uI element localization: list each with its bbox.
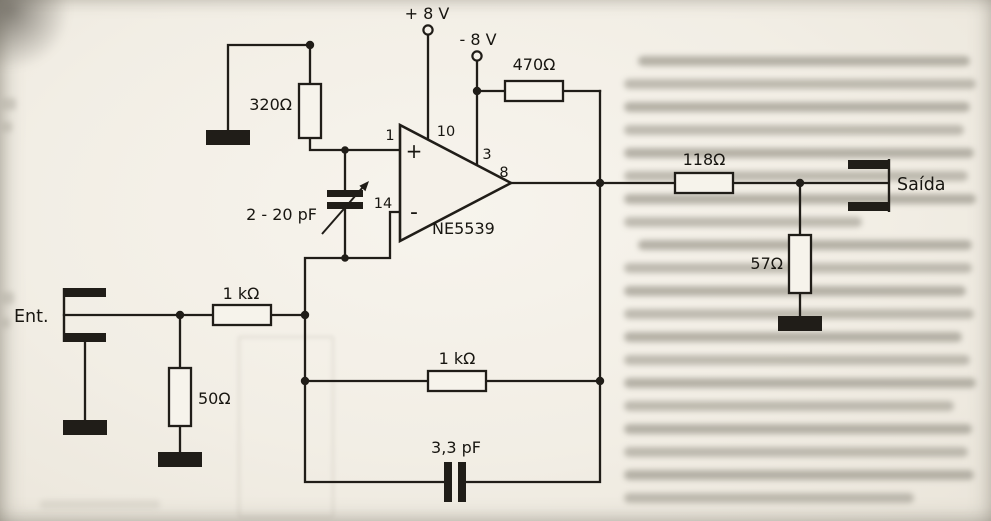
input-connector-bar	[64, 288, 106, 297]
blurred-text-line	[624, 493, 914, 503]
resistor-1k-input	[211, 303, 273, 327]
resistor-470	[503, 79, 565, 103]
scan-corner-smudge	[0, 0, 70, 70]
junction-dot	[305, 40, 315, 50]
pin-10-label: 10	[437, 124, 455, 140]
resistor-50-label: 50Ω	[198, 389, 231, 408]
positive-supply-terminal	[422, 24, 434, 36]
junction-dot	[300, 376, 310, 386]
noninverting-mark: +	[406, 139, 423, 163]
feedback-capacitor-plate	[458, 462, 466, 502]
ground-symbol	[158, 452, 202, 467]
junction-dot	[341, 146, 349, 154]
blurred-text-line	[624, 332, 962, 342]
blurred-text-line	[624, 378, 976, 388]
negative-supply-label: - 8 V	[459, 30, 496, 49]
pin-3-label: 3	[482, 147, 491, 163]
trimmer-arrow-head	[359, 181, 369, 192]
pin-8-label: 8	[499, 165, 508, 181]
resistor-50	[167, 366, 193, 428]
blurred-text-line	[624, 424, 972, 434]
blurred-text-line	[624, 470, 974, 480]
junction-dot	[595, 376, 605, 386]
junction-dot	[341, 254, 349, 262]
wire-feedback-right-column	[464, 89, 602, 484]
print-bleed-through	[238, 336, 334, 518]
page-edge-mark	[0, 318, 10, 328]
output-connector-bar	[848, 160, 890, 169]
trimmer-capacitor-plate	[327, 202, 363, 209]
resistor-118	[673, 171, 735, 195]
input-connector	[62, 288, 106, 342]
positive-supply-label: + 8 V	[405, 4, 450, 23]
blurred-text-line	[624, 79, 976, 89]
input-port-label: Ent.	[14, 307, 49, 327]
output-connector-bar	[848, 202, 890, 211]
page-edge-mark	[0, 122, 12, 132]
ground-symbol	[778, 316, 822, 331]
resistor-1k-feedback-label: 1 kΩ	[439, 349, 476, 368]
wire-feedback-left-column	[303, 313, 446, 484]
blurred-text-line	[624, 217, 862, 227]
blurred-text-line	[624, 401, 954, 411]
page-edge-mark	[40, 500, 160, 509]
inverting-mark: -	[410, 200, 418, 225]
resistor-1k-feedback	[426, 369, 488, 393]
trimmer-capacitor-plate	[327, 190, 363, 197]
resistor-118-label: 118Ω	[683, 150, 726, 169]
blurred-text-line	[624, 447, 968, 457]
junction-dot	[472, 86, 482, 96]
blurred-text-line	[624, 102, 970, 112]
junction-dot	[795, 178, 805, 188]
blurred-text-line	[624, 125, 964, 135]
wire-noninverting-input	[308, 136, 401, 152]
ic-part-number: NE5539	[432, 219, 495, 238]
blurred-text-line	[624, 355, 970, 365]
feedback-capacitor-plate	[444, 462, 452, 502]
ground-symbol	[63, 420, 107, 435]
pin-14-label: 14	[374, 196, 392, 212]
resistor-1k-input-label: 1 kΩ	[223, 284, 260, 303]
junction-dot	[175, 310, 185, 320]
feedback-capacitor-label: 3,3 pF	[431, 438, 481, 457]
resistor-320	[297, 82, 323, 140]
page-edge-mark	[0, 292, 14, 304]
page-edge-mark	[0, 98, 16, 110]
junction-dot	[595, 178, 605, 188]
blurred-text-line	[624, 148, 974, 158]
pin-1-label: 1	[385, 128, 394, 144]
opamp-triangle	[398, 122, 514, 244]
output-port-label: Saída	[897, 175, 946, 195]
junction-dot	[300, 310, 310, 320]
trimmer-capacitor-label: 2 - 20 pF	[246, 205, 317, 224]
ground-symbol	[206, 130, 250, 145]
resistor-320-label: 320Ω	[249, 95, 292, 114]
blurred-text-line	[624, 171, 968, 181]
trimmer-arrow	[321, 186, 364, 235]
input-connector-bar	[64, 333, 106, 342]
resistor-470-label: 470Ω	[513, 55, 556, 74]
resistor-57	[787, 233, 813, 295]
output-connector	[848, 159, 891, 212]
resistor-57-label: 57Ω	[750, 254, 783, 273]
blurred-text-line	[638, 56, 970, 66]
wire-top-ground-net	[226, 43, 312, 132]
wire-inverting-input	[303, 210, 401, 317]
negative-supply-terminal	[471, 50, 483, 62]
